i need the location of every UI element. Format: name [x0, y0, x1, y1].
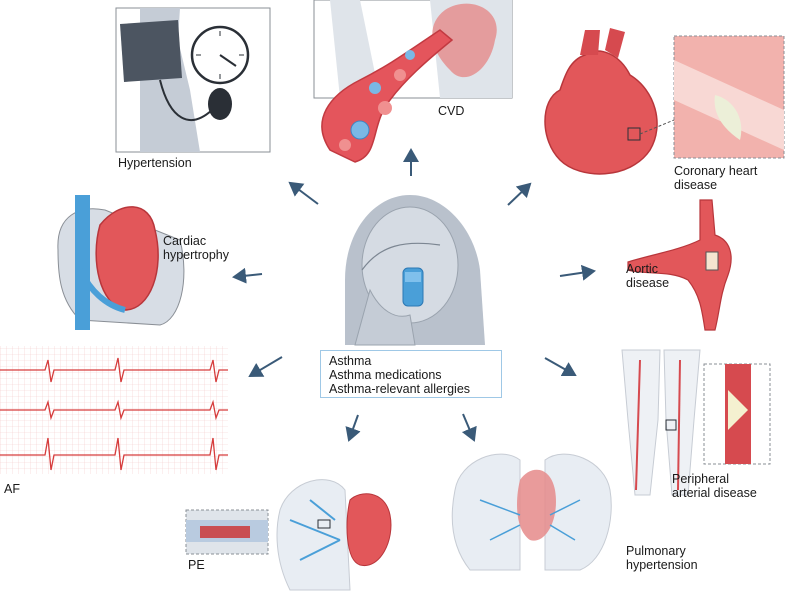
- arrow-to-af: [248, 356, 283, 378]
- label-ph-line2: hypertension: [626, 558, 698, 572]
- label-aortic-line2: disease: [626, 276, 670, 290]
- label-pulmonary-hypertension: Pulmonary hypertension: [626, 544, 698, 572]
- label-coronary-line1: Coronary heart: [674, 164, 758, 178]
- label-pad-line2: arterial disease: [672, 486, 757, 500]
- cvd-illustration: [313, 0, 513, 163]
- label-coronary-line2: disease: [674, 178, 718, 192]
- label-pe: PE: [188, 558, 205, 572]
- label-aortic-line1: Aortic: [626, 262, 658, 276]
- label-cvd: CVD: [438, 104, 465, 118]
- arrow-to-cardiac: [232, 267, 263, 284]
- label-coronary-heart-disease: Coronary heart disease: [674, 164, 757, 192]
- arrow-to-pad: [544, 357, 577, 377]
- arrow-to-coronary: [507, 182, 532, 206]
- label-cardiac-line1: Cardiac: [163, 234, 207, 248]
- label-hypertension: Hypertension: [118, 156, 192, 170]
- aortic-illustration: [627, 199, 732, 331]
- af-ecg-strip: [0, 346, 228, 474]
- center-risk-factors-box: Asthma Asthma medications Asthma-relevan…: [320, 350, 502, 398]
- arrows: [232, 148, 596, 442]
- hypertension-illustration: [115, 7, 271, 153]
- center-line-asthma: Asthma: [329, 354, 372, 368]
- pe-illustration: [185, 479, 392, 591]
- label-peripheral-arterial-disease: Peripheral arterial disease: [672, 472, 757, 500]
- coronary-heart-illustration: [544, 28, 785, 175]
- label-ph-line1: Pulmonary: [626, 544, 686, 558]
- arrow-to-pulmonary: [461, 413, 477, 442]
- label-pad-line1: Peripheral: [672, 472, 729, 486]
- asthma-patient-illustration: [345, 195, 485, 346]
- label-af: AF: [4, 482, 20, 496]
- center-line-medications: Asthma medications: [329, 368, 442, 382]
- label-cardiac-line2: hypertrophy: [163, 248, 230, 262]
- arrow-to-aortic: [559, 264, 596, 281]
- pulmonary-hypertension-illustration: [451, 453, 612, 571]
- center-line-allergies: Asthma-relevant allergies: [329, 382, 471, 396]
- arrow-to-pe: [345, 414, 361, 442]
- pad-illustration: [621, 349, 771, 496]
- arrow-to-hypertension: [288, 181, 319, 205]
- cardiac-hypertrophy-illustration: [57, 195, 185, 330]
- label-aortic-disease: Aortic disease: [626, 262, 669, 290]
- label-cardiac-hypertrophy: Cardiac hypertrophy: [163, 234, 229, 262]
